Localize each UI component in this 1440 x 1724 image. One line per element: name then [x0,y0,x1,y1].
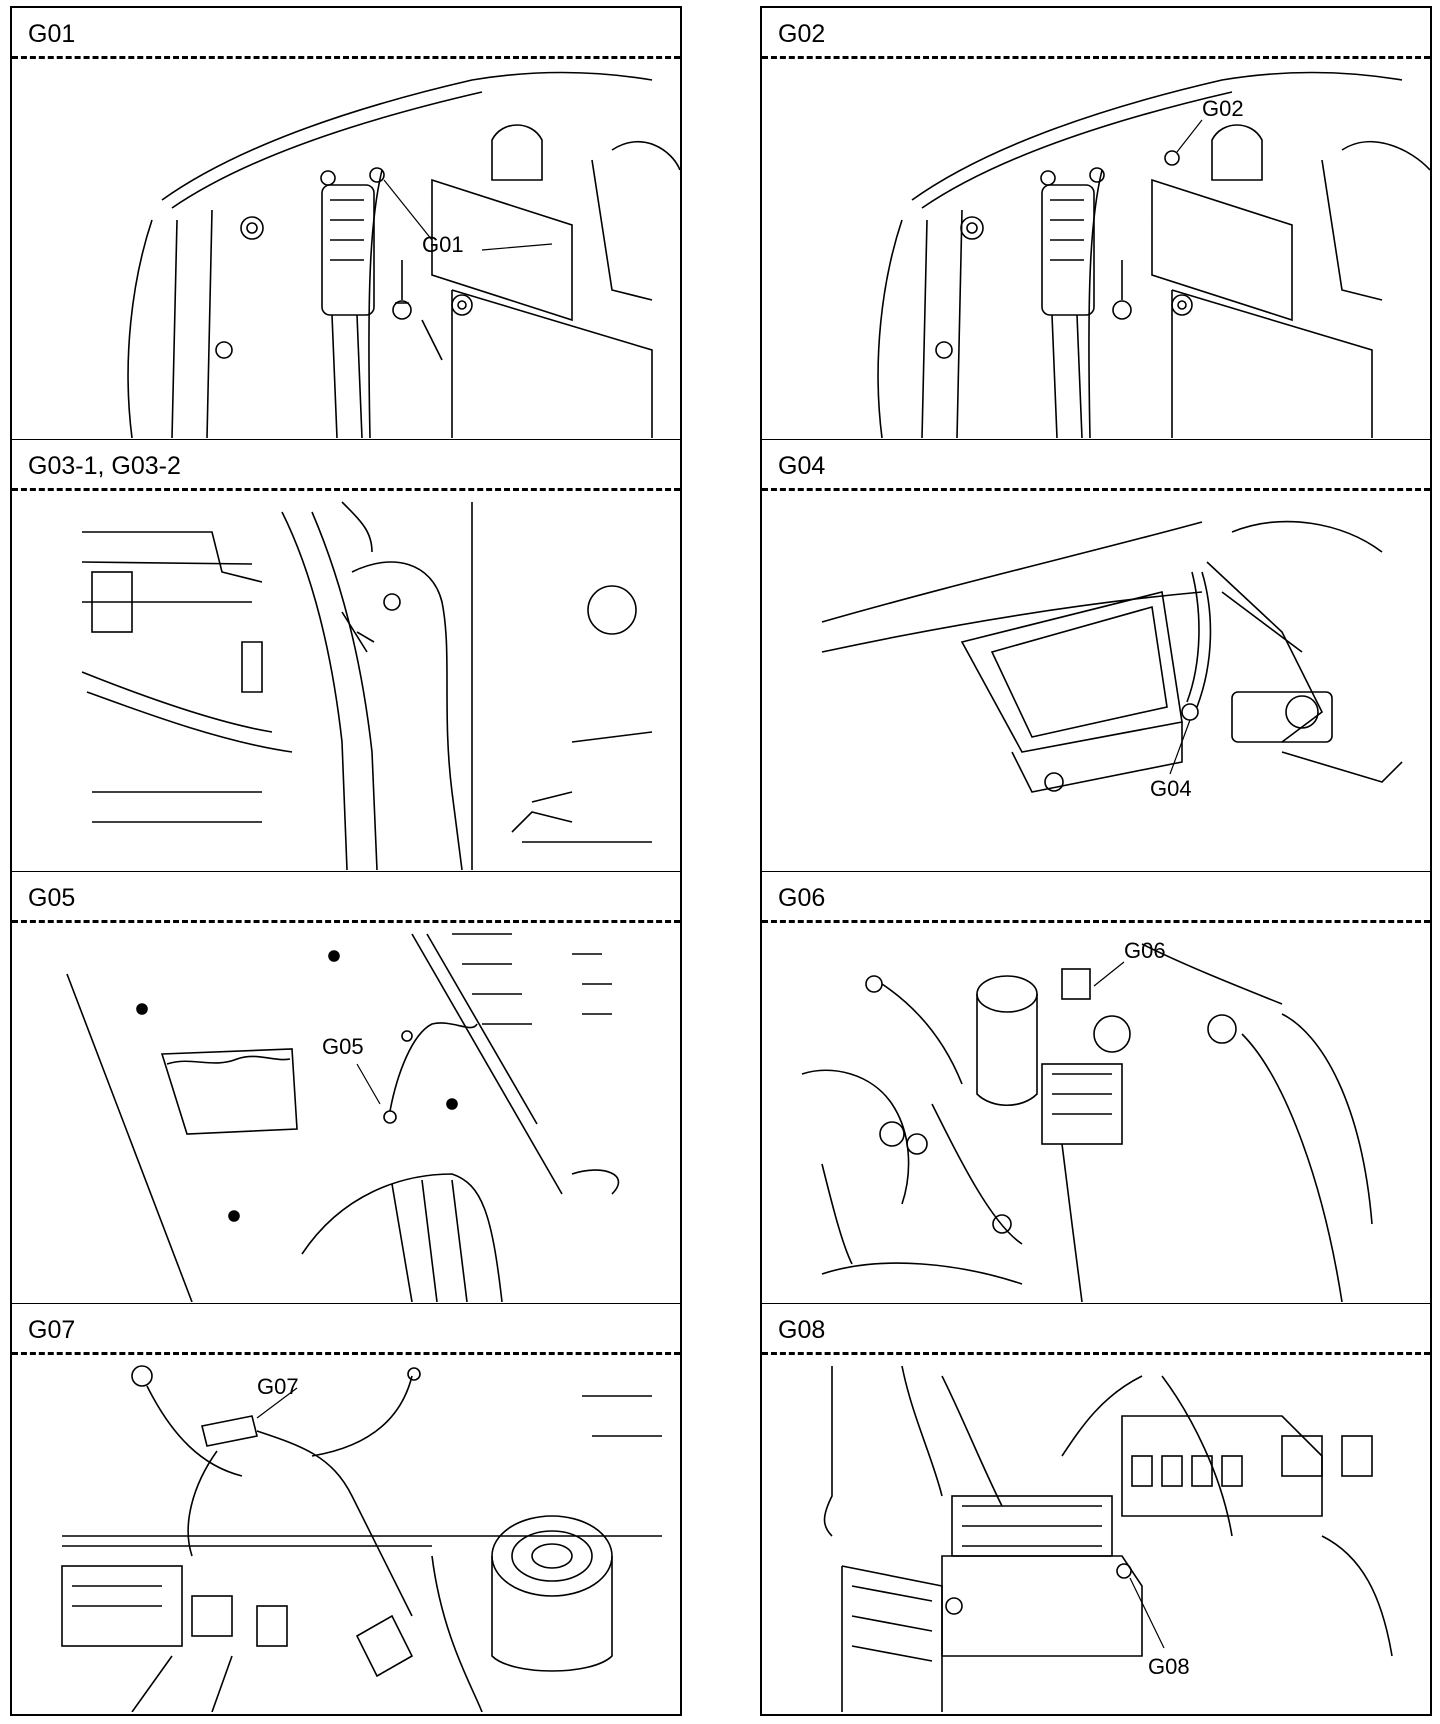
dashed-divider [762,56,1430,59]
dashed-divider [762,1352,1430,1355]
panel-title: G07 [28,1316,76,1344]
left-column: G01 G01 [10,6,682,1716]
panel-g06: G06 G06 [762,872,1430,1304]
panel-title: G08 [778,1316,826,1344]
g08-fuse-box-illustration: G08 [823,1365,1393,1712]
dashed-divider [762,488,1430,491]
g06-engine-bay-illustration: G06 [801,938,1373,1302]
panel-g01: G01 G01 [12,8,680,440]
dashed-divider [12,920,680,923]
callout-label: G02 [1202,96,1244,121]
callout-label: G04 [1150,776,1192,801]
g04-module-illustration: G04 [821,520,1403,801]
panel-g05: G05 G05 [12,872,680,1304]
dashed-divider [12,56,680,59]
panel-title: G03-1, G03-2 [28,452,181,480]
dashed-divider [12,1352,680,1355]
panel-g04: G04 G04 [762,440,1430,872]
g03-engine-bay-illustration [81,501,653,870]
callout-label: G08 [1148,1654,1190,1679]
panel-g07: G07 G07 [12,1304,680,1714]
panel-title: G01 [28,20,76,48]
panel-title: G05 [28,884,76,912]
dashed-divider [12,488,680,491]
g02-engine-bay-illustration: G02 [877,71,1430,438]
callout-label: G01 [422,232,464,257]
panel-g03: G03-1, G03-2 [12,440,680,872]
panel-g08: G08 G08 [762,1304,1430,1714]
callout-label: G06 [1124,938,1166,963]
right-column: G02 G02 [760,6,1432,1716]
callout-label: G05 [322,1034,364,1059]
g07-engine-bay-illustration: G07 [61,1365,662,1712]
g05-floor-panel-illustration: G05 [66,933,620,1302]
dashed-divider [762,920,1430,923]
panel-g02: G02 G02 [762,8,1430,440]
panel-title: G02 [778,20,826,48]
callout-label: G07 [257,1374,299,1399]
panel-title: G06 [778,884,826,912]
g01-engine-bay-illustration: G01 [127,71,680,438]
panel-title: G04 [778,452,826,480]
